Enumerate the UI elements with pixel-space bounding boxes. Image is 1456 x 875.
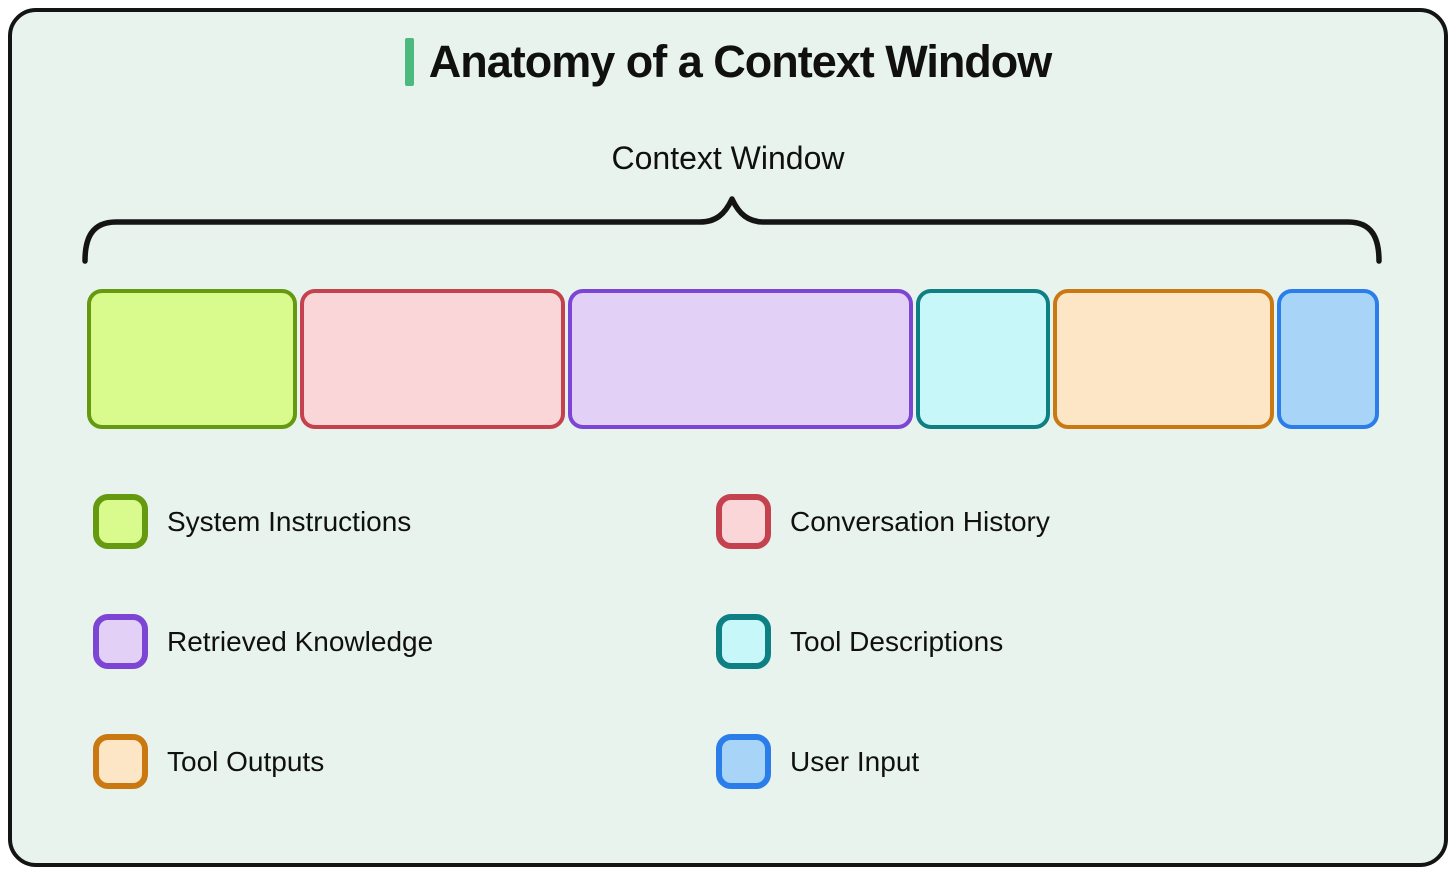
legend-item-conversation-history: Conversation History [716, 494, 1050, 549]
legend-item-retrieved-knowledge: Retrieved Knowledge [93, 614, 433, 669]
legend-swatch-system-instructions [93, 494, 148, 549]
figure-title: Anatomy of a Context Window [428, 36, 1053, 87]
brace-bracket [82, 196, 1382, 264]
legend-swatch-conversation-history [716, 494, 771, 549]
legend-swatch-tool-descriptions [716, 614, 771, 669]
legend-item-tool-descriptions: Tool Descriptions [716, 614, 1050, 669]
legend-label-system-instructions: System Instructions [167, 505, 412, 537]
segment-tool-outputs [1053, 289, 1274, 429]
segment-retrieved-knowledge [567, 289, 914, 429]
segment-system-instructions [87, 289, 298, 429]
context-window-card: Anatomy of a Context Window Context Wind… [8, 8, 1448, 867]
legend-label-retrieved-knowledge: Retrieved Knowledge [167, 625, 434, 657]
legend-item-system-instructions: System Instructions [93, 494, 433, 549]
title-row: Anatomy of a Context Window [12, 34, 1444, 90]
context-window-label: Context Window [611, 140, 845, 176]
legend-label-tool-descriptions: Tool Descriptions [790, 625, 1004, 657]
segment-conversation-history [300, 289, 565, 429]
legend-item-user-input: User Input [716, 734, 1050, 789]
context-window-bar [87, 289, 1380, 429]
legend-swatch-user-input [716, 734, 771, 789]
legend-swatch-retrieved-knowledge [93, 614, 148, 669]
legend-label-user-input: User Input [790, 745, 920, 777]
legend-swatch-tool-outputs [93, 734, 148, 789]
legend-label-conversation-history: Conversation History [790, 505, 1050, 537]
legend-item-tool-outputs: Tool Outputs [93, 734, 433, 789]
segment-user-input [1276, 289, 1380, 429]
title-accent-bar [404, 38, 414, 86]
legend-label-tool-outputs: Tool Outputs [167, 745, 325, 777]
segment-tool-descriptions [916, 289, 1051, 429]
